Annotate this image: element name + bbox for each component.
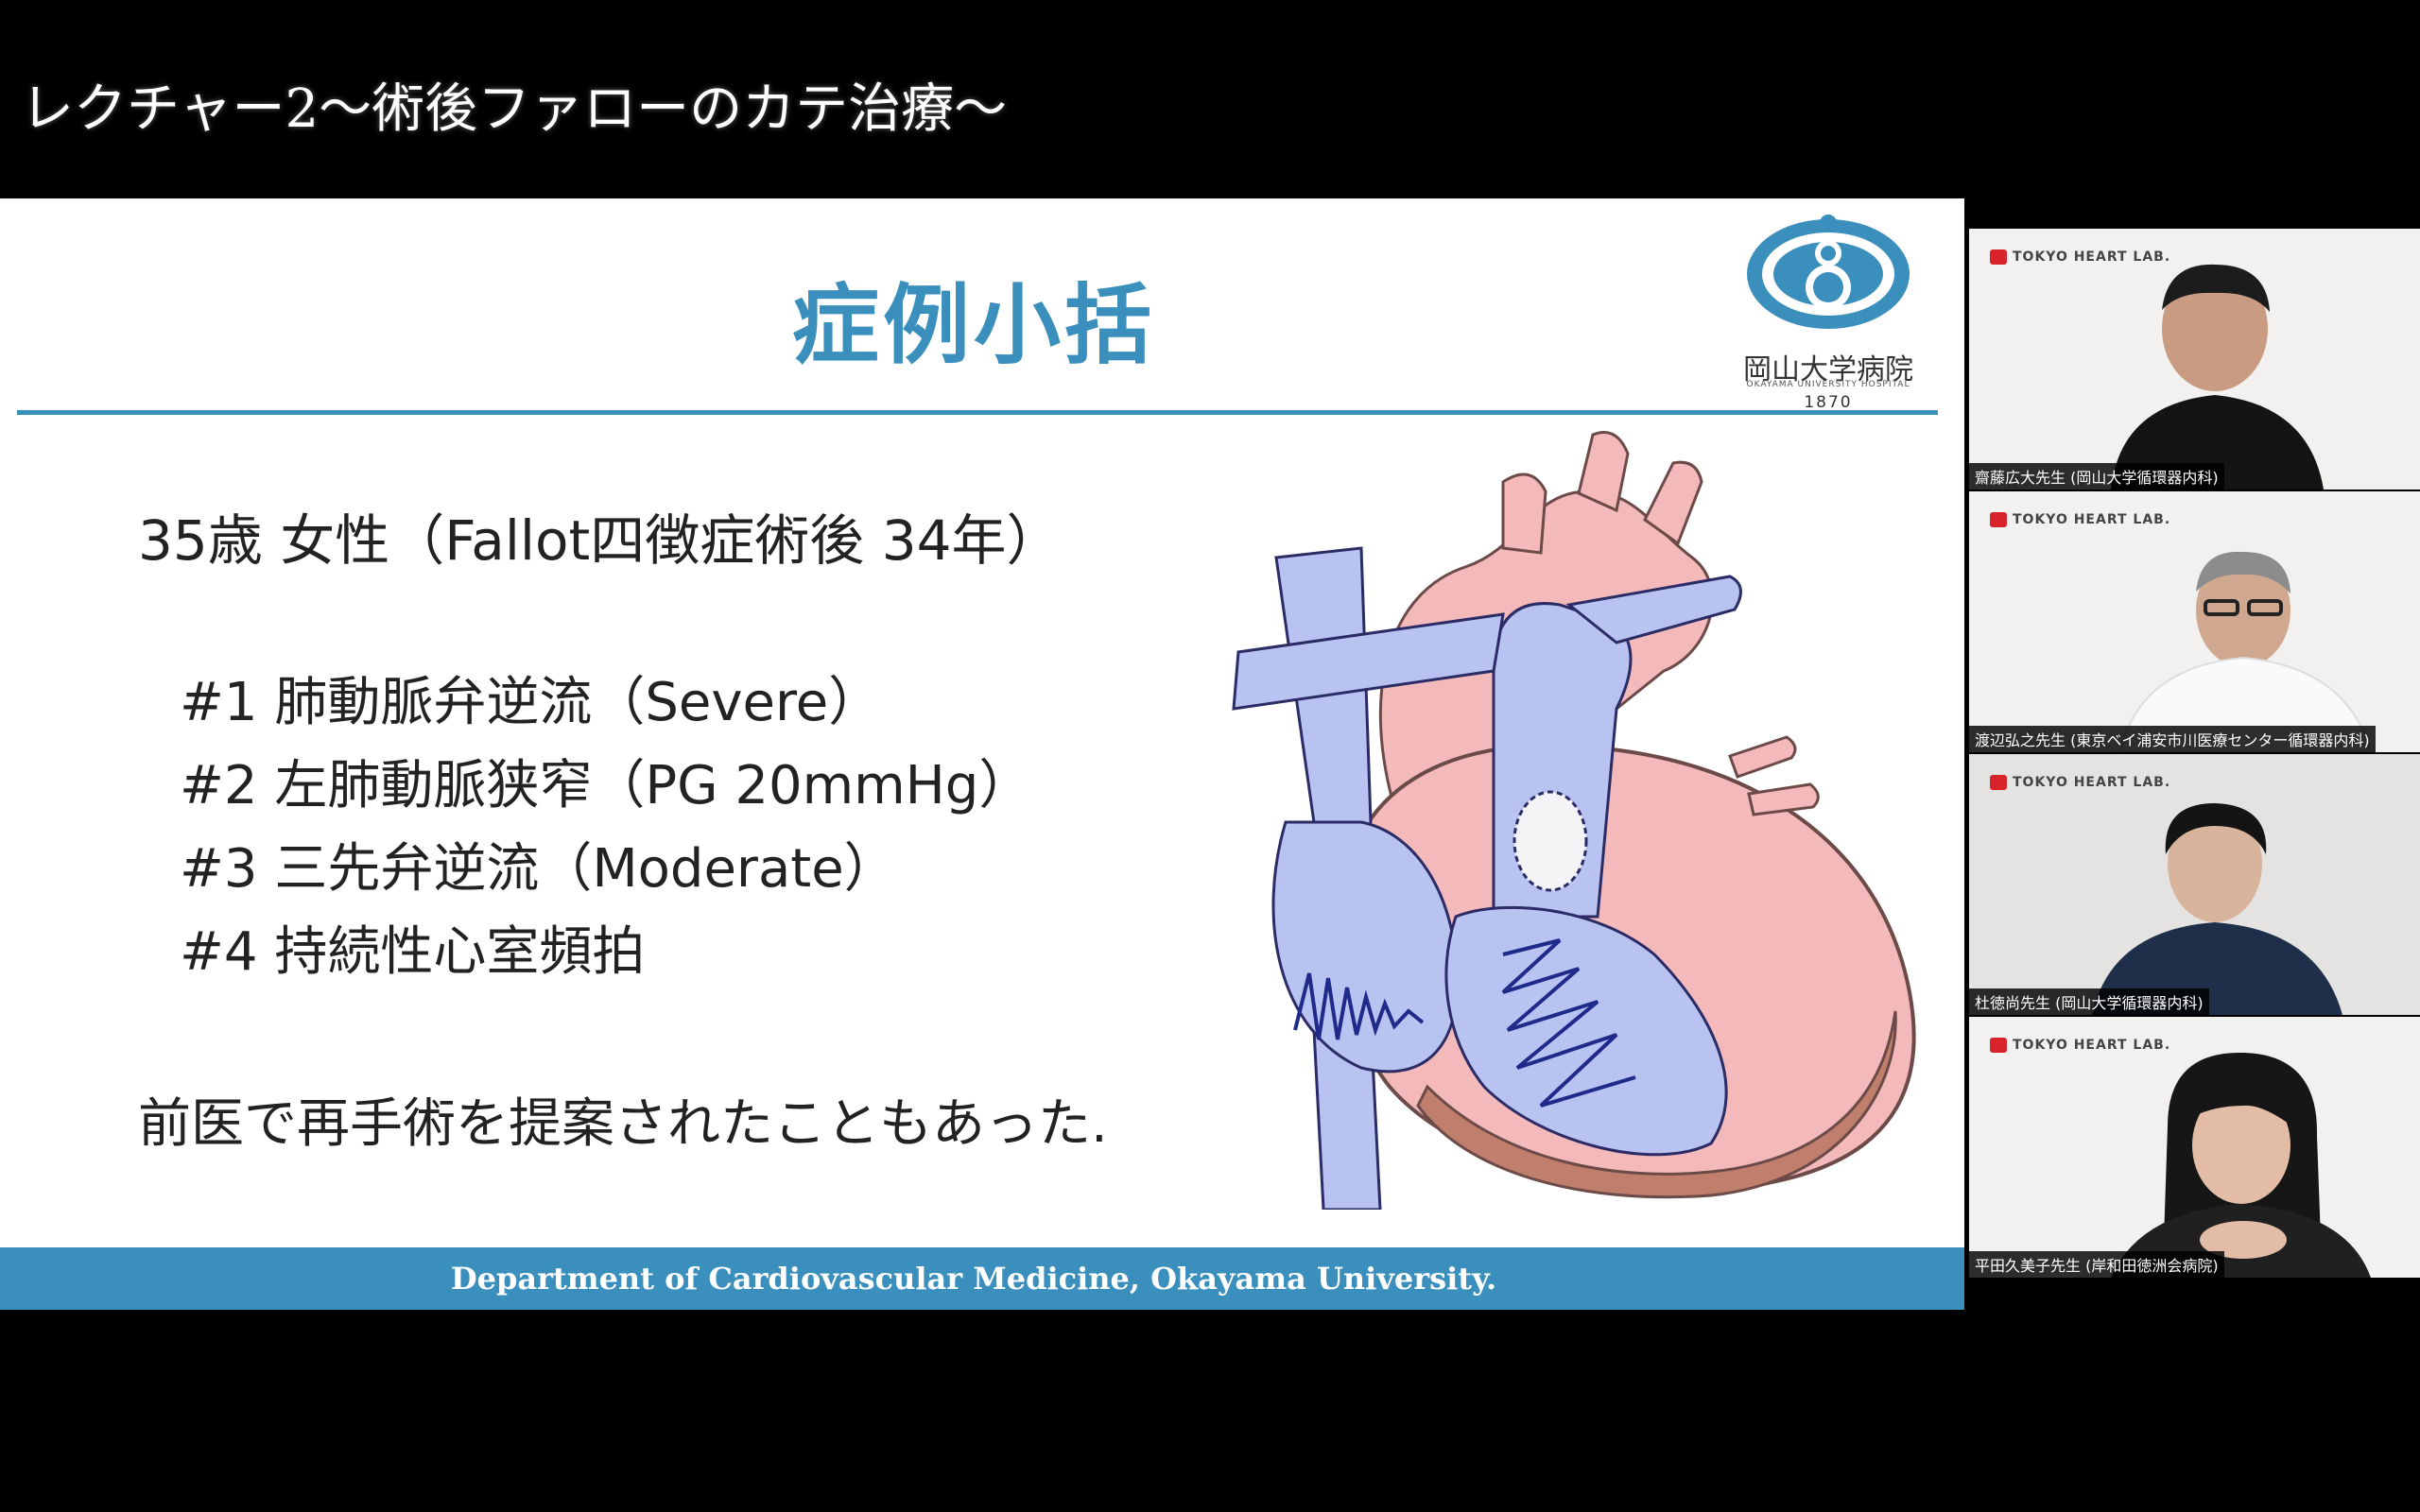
broadcast-title: レクチャー2～術後ファローのカテ治療～	[21, 78, 1008, 140]
footer-department: Department of Cardiovascular Medicine, O…	[450, 1261, 1497, 1297]
slide-footer: Department of Cardiovascular Medicine, O…	[0, 1247, 1964, 1310]
participant-tile[interactable]: TOKYO HEART LAB. 杜徳尚先生 (岡山大学循環器内科)	[1969, 754, 2420, 1015]
participant-tile[interactable]: TOKYO HEART LAB. 渡辺弘之先生 (東京ベイ浦安市川医療センター循…	[1969, 491, 2420, 752]
heading-divider	[17, 410, 1938, 415]
slide-heading: 症例小括	[791, 275, 1155, 376]
okayama-university-hospital-logo-icon: 岡山大学病院 OKAYAMA UNIVERSITY HOSPITAL 1870	[1734, 206, 1923, 414]
case-summary-line: 35歳 女性（Fallot四徴症術後 34年）	[138, 508, 1062, 573]
heart-anatomy-illustration-icon	[1232, 431, 1916, 1210]
logo-founding-year: 1870	[1804, 393, 1853, 412]
participant-tile[interactable]: TOKYO HEART LAB. 齋藤広大先生 (岡山大学循環器内科)	[1969, 229, 2420, 490]
problem-item: #3 三先弁逆流（Moderate）	[180, 838, 897, 900]
logo-hospital-subtitle: OKAYAMA UNIVERSITY HOSPITAL	[1746, 380, 1910, 389]
logo-hospital-name: 岡山大学病院	[1743, 353, 1913, 387]
problem-item: #1 肺動脈弁逆流（Severe）	[180, 672, 882, 733]
participant-name: 渡辺弘之先生 (東京ベイ浦安市川医療センター循環器内科)	[1969, 726, 2376, 752]
tokyo-heart-lab-logo-icon: TOKYO HEART LAB.	[1990, 249, 2170, 265]
participant-name: 平田久美子先生 (岸和田徳洲会病院)	[1969, 1251, 2224, 1278]
problem-list: #1 肺動脈弁逆流（Severe） #2 左肺動脈狭窄（PG 20mmHg） #…	[180, 662, 1031, 994]
tokyo-heart-lab-logo-icon: TOKYO HEART LAB.	[1990, 775, 2170, 790]
participant-video	[2111, 1052, 2371, 1278]
participant-video	[2118, 551, 2373, 752]
tokyo-heart-lab-logo-icon: TOKYO HEART LAB.	[1990, 1038, 2170, 1053]
tokyo-heart-lab-logo-icon: TOKYO HEART LAB.	[1990, 512, 2170, 527]
participant-name: 齋藤広大先生 (岡山大学循環器内科)	[1969, 463, 2224, 490]
problem-item: #2 左肺動脈狭窄（PG 20mmHg）	[180, 755, 1032, 816]
participant-name: 杜徳尚先生 (岡山大学循環器内科)	[1969, 988, 2209, 1015]
participant-tile[interactable]: TOKYO HEART LAB. 平田久美子先生 (岸和田徳洲会病院)	[1969, 1017, 2420, 1278]
presentation-slide: 症例小括 岡山大学病院 OKAYAMA UNIVERSITY HOSPITAL …	[0, 198, 1964, 1310]
problem-item: #4 持続性心室頻拍	[180, 921, 646, 983]
participant-video	[2092, 803, 2342, 1015]
participant-video	[2111, 264, 2324, 490]
history-note: 前医で再手術を提案されたこともあった.	[138, 1093, 1108, 1155]
